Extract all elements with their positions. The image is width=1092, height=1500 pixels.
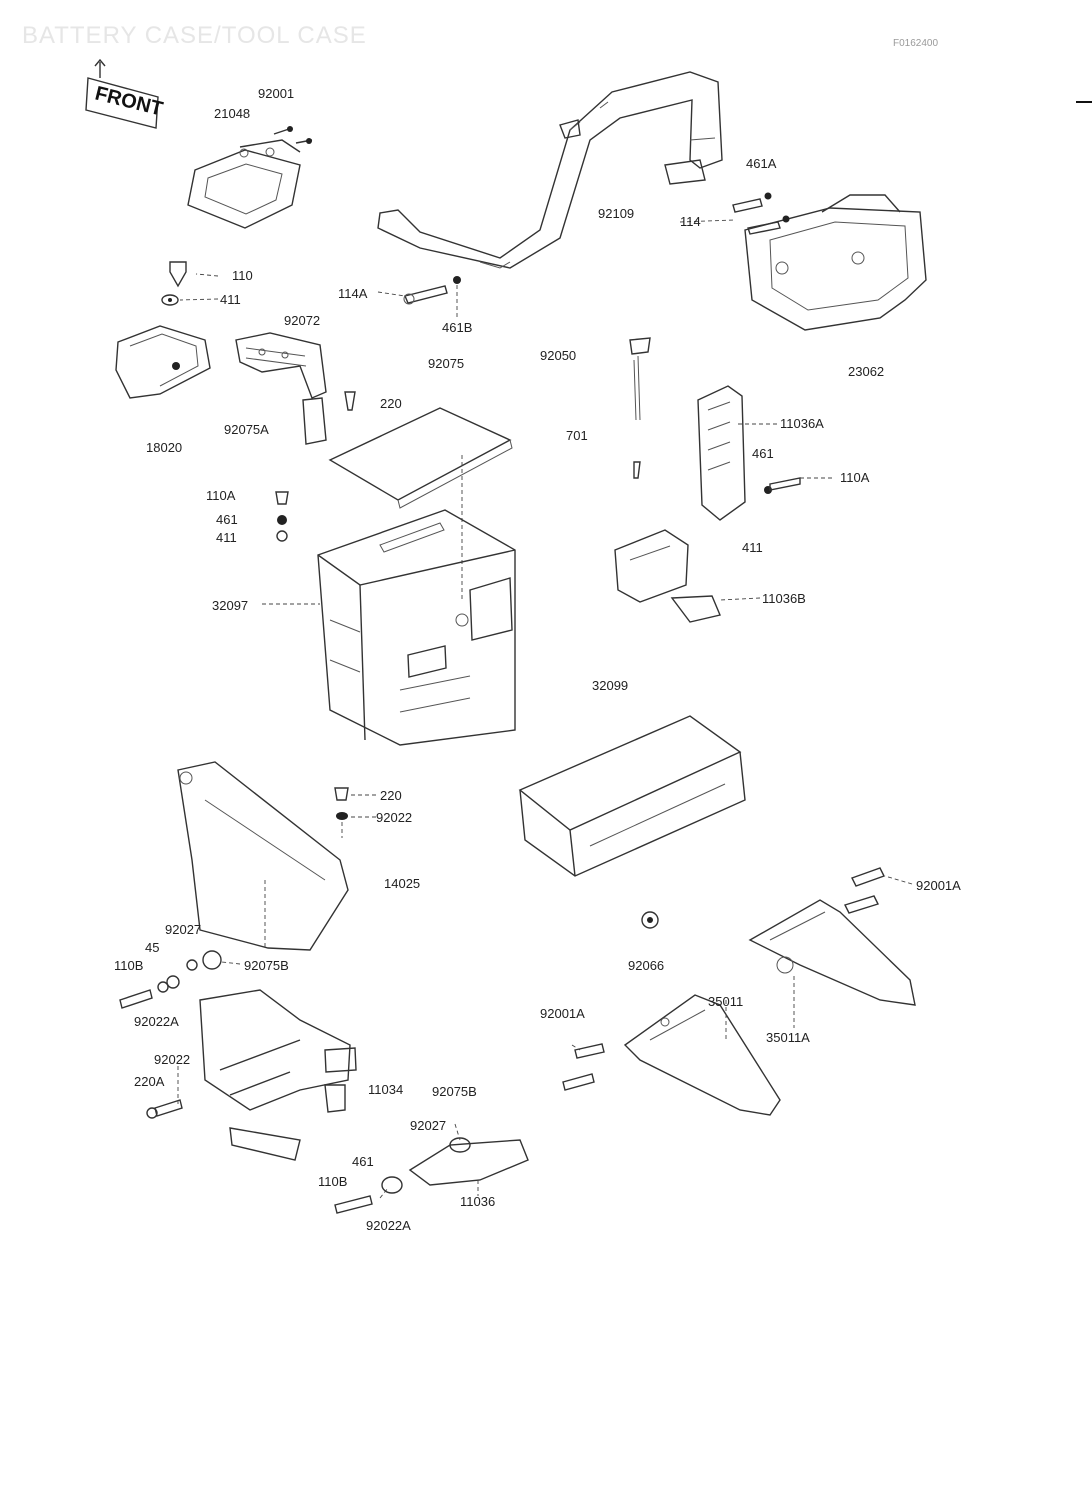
callout-92001: 92001 [258,86,294,101]
part-35011A-bracket [748,899,916,1006]
diagram-title: BATTERY CASE/TOOL CASE [22,22,367,49]
callout-35011: 35011 [708,994,743,1009]
callout-11034: 11034 [368,1082,403,1097]
callout-32097: 32097 [212,598,248,613]
callout-461-lower: 461 [352,1154,374,1169]
callout-92072: 92072 [284,313,320,328]
callout-411-left: 411 [216,530,237,545]
callout-45: 45 [145,940,159,955]
part-21048-bracket [187,126,313,229]
callout-32099: 32099 [592,678,628,693]
callout-92075B-left: 92075B [244,958,289,973]
callout-220-top: 220 [380,396,402,411]
part-92001A-bolts [844,867,885,914]
callout-114: 114 [680,214,701,229]
part-220A-screw [146,1099,183,1119]
callout-114A: 114A [338,286,368,301]
callout-461A: 461A [746,156,777,171]
callout-92075: 92075 [428,356,464,371]
callout-92027-left: 92027 [165,922,201,937]
callout-14025: 14025 [384,876,420,891]
part-32097-battery-case [317,509,516,746]
part-92050-strap [629,337,651,479]
callout-92075B-lower: 92075B [432,1084,477,1099]
callout-92001A-lower: 92001A [540,1006,585,1021]
part-110-bolt [161,261,187,306]
part-35011-bracket [623,994,781,1116]
part-92027-bushing [119,950,222,1009]
part-32099-tool-case [518,715,746,877]
callout-220A: 220A [134,1074,165,1089]
figure-id: F0162400 [893,38,939,49]
callout-110B-lower: 110B [318,1174,347,1189]
callout-92050: 92050 [540,348,576,363]
part-11036-bracket [334,1137,529,1214]
callout-11036A: 11036A [780,416,824,431]
callout-461-left: 461 [216,512,238,527]
part-92066-grommet [641,911,659,929]
callout-701: 701 [566,428,588,443]
callout-labels: 92001 21048 461A 114 92109 110 411 114A … [114,86,961,1233]
part-11036B-bracket [614,529,721,623]
page-edge-mark [1076,101,1092,103]
part-92109-support-bar [377,71,723,269]
callout-110: 110 [232,268,253,283]
callout-92001A-right: 92001A [916,878,961,893]
part-114A-bolt [403,276,461,320]
callout-92066: 92066 [628,958,664,973]
part-92075-pad [328,407,513,600]
callout-92022A-left: 92022A [134,1014,179,1029]
callout-92109: 92109 [598,206,634,221]
callout-411-right: 411 [742,540,763,555]
part-11036A-bracket [697,385,801,521]
front-direction-stamp: FRONT [85,58,165,129]
callout-92022-mid: 92022 [376,810,412,825]
callout-461-right: 461 [752,446,774,461]
part-220-screw [334,787,349,838]
callout-92022-left: 92022 [154,1052,190,1067]
callout-220-mid: 220 [380,788,402,803]
part-14025-cover [177,761,349,951]
part-92001A-lower-bolts [562,1043,605,1091]
callout-461B: 461B [442,320,472,335]
callout-110A-right: 110A [840,470,870,485]
callout-21048: 21048 [214,106,250,121]
leader-lines [177,219,913,1199]
part-92072-bracket [235,332,356,445]
callout-23062: 23062 [848,364,884,379]
callout-92022A-lower: 92022A [366,1218,411,1233]
callout-92027-lower: 92027 [410,1118,446,1133]
callout-35011A: 35011A [766,1030,810,1045]
callout-11036: 11036 [460,1194,495,1209]
callout-18020: 18020 [146,440,182,455]
part-11034-bracket [199,989,357,1161]
part-110A-hardware [275,491,289,542]
callout-110A-left: 110A [206,488,236,503]
part-18020-case [115,325,211,399]
callout-411-top: 411 [220,292,241,307]
callout-110B-left: 110B [114,958,143,973]
part-23062-cover [732,192,927,331]
callout-92075A: 92075A [224,422,269,437]
callout-11036B: 11036B [762,591,806,606]
